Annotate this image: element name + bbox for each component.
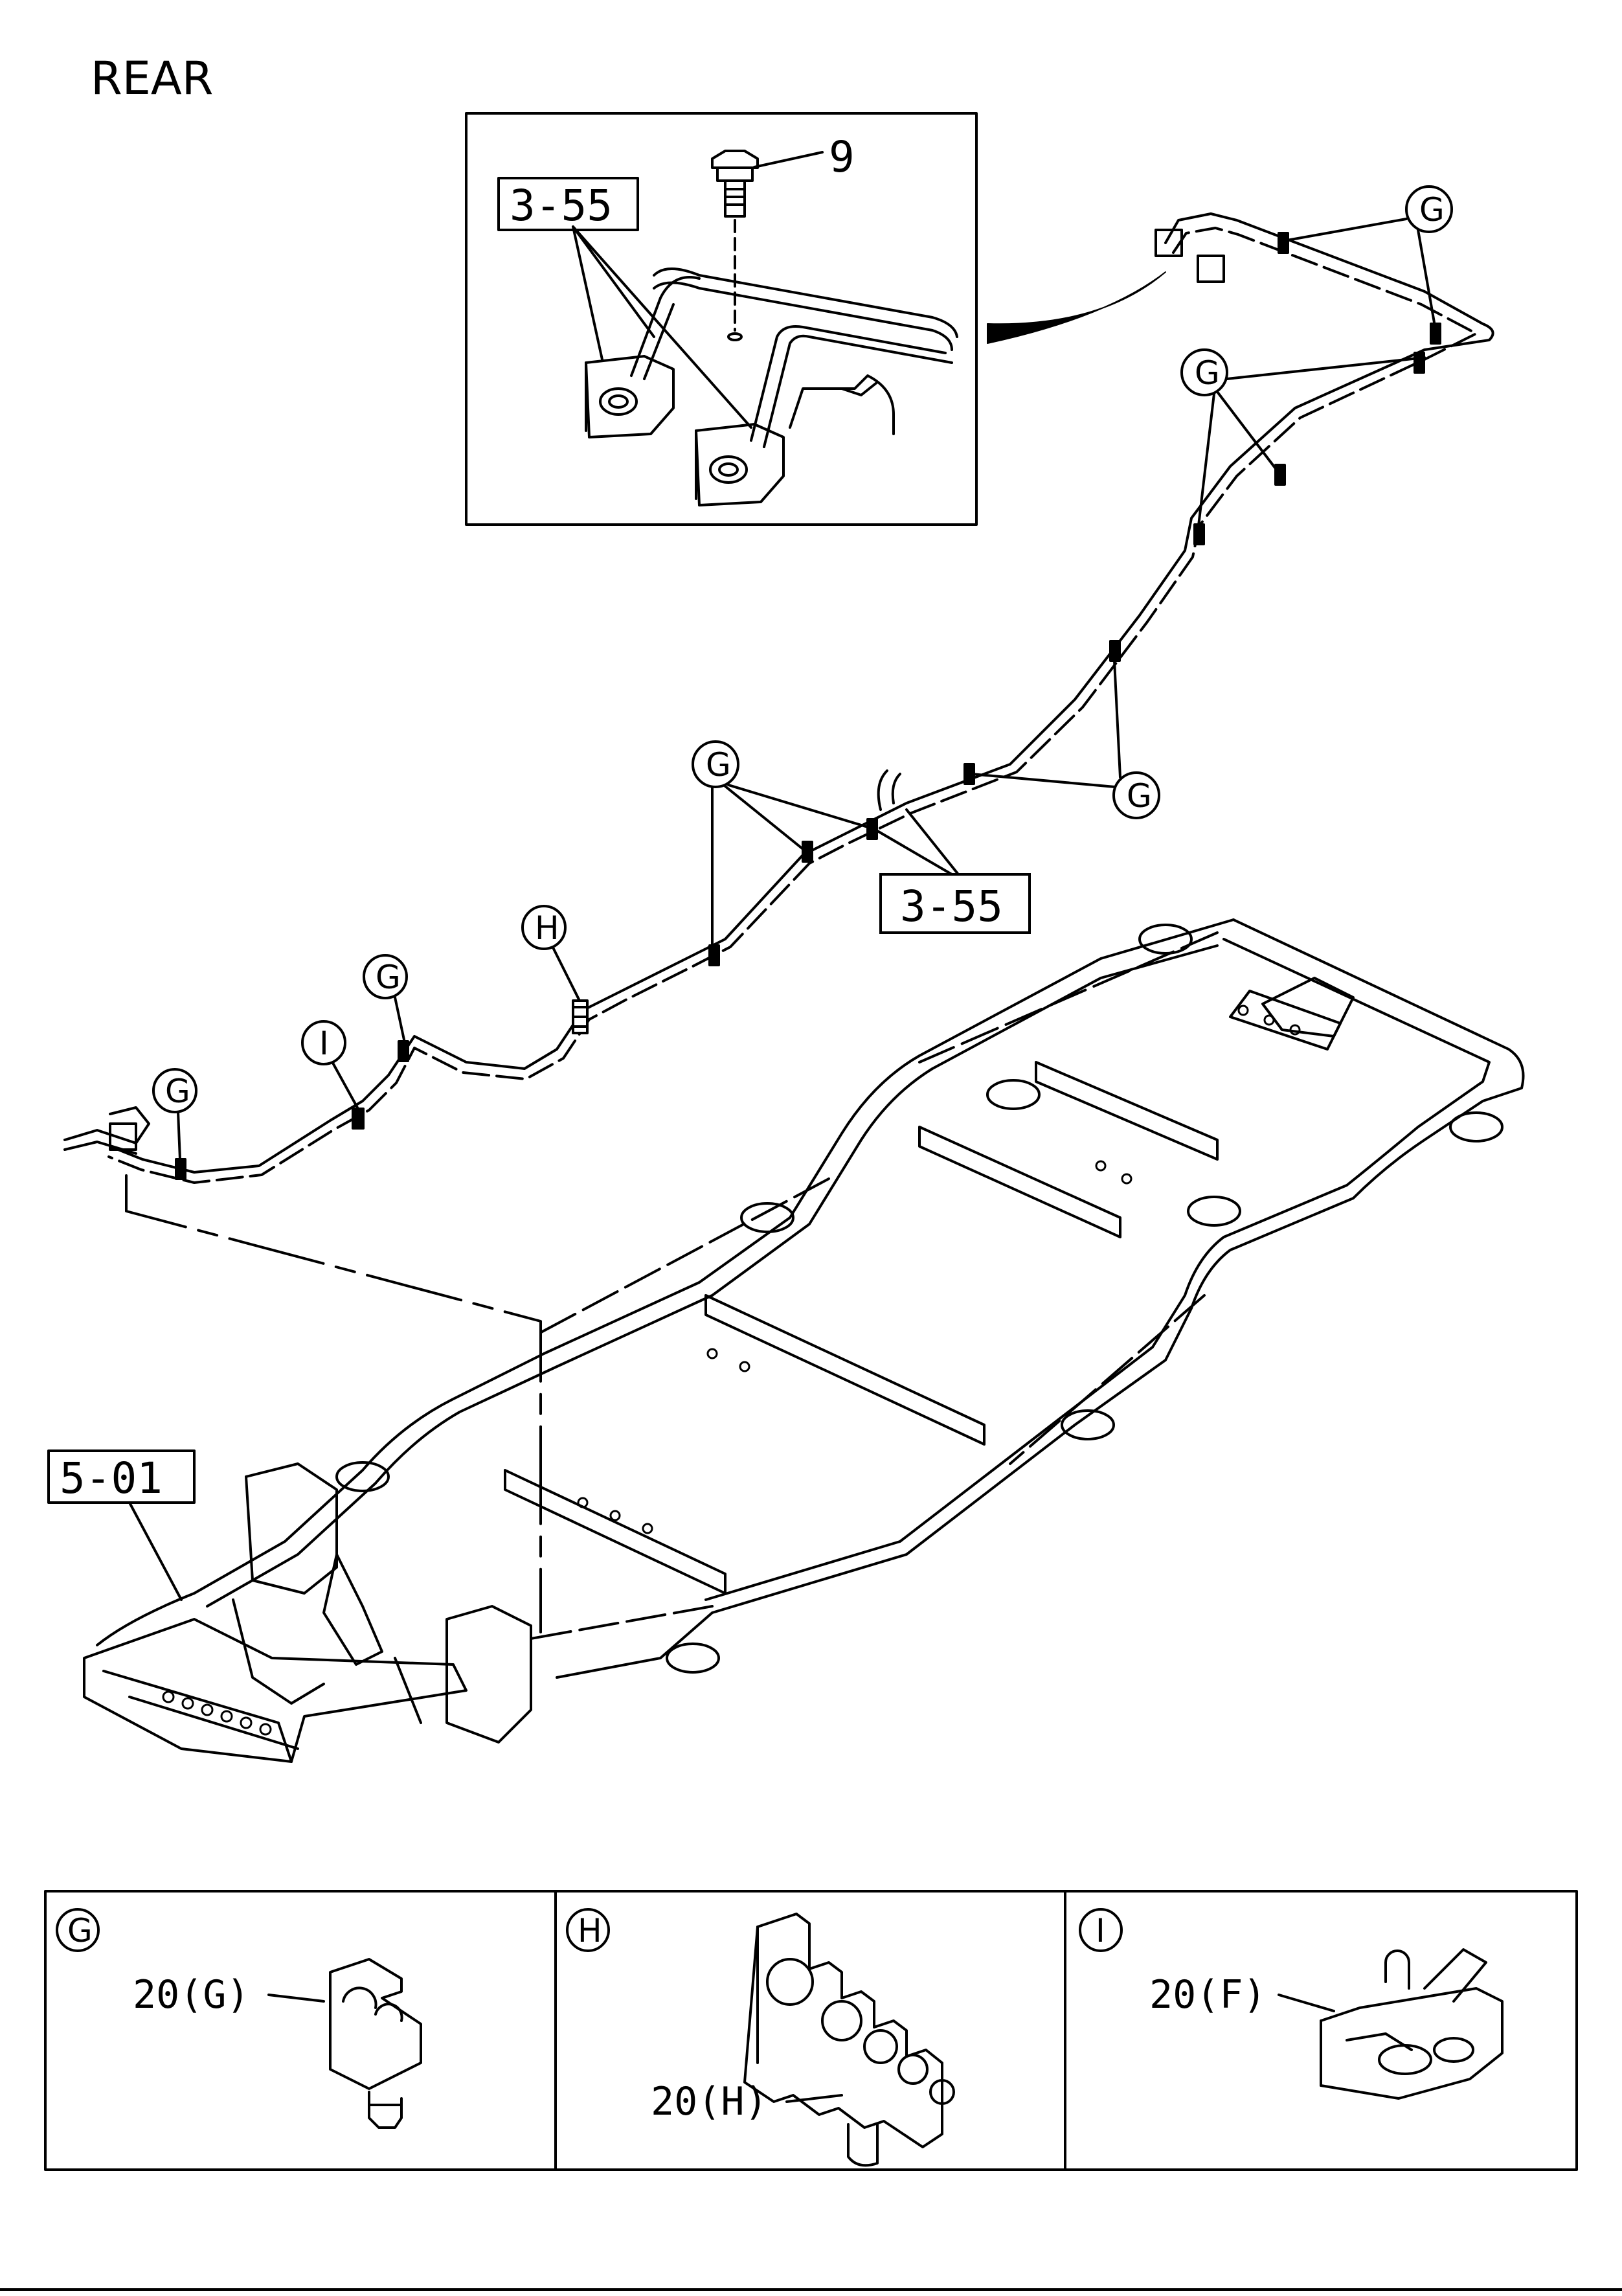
callout-g-letter: G xyxy=(165,1073,190,1110)
bolt-part-number: 9 xyxy=(829,132,855,182)
view-title: REAR xyxy=(91,52,214,105)
clip-right-icon xyxy=(695,423,785,506)
legend-g-key: G xyxy=(67,1912,93,1949)
legend-i-part: 20(F) xyxy=(1149,1972,1267,2018)
callout-g-letter: G xyxy=(1127,777,1152,815)
chassis-frame xyxy=(83,918,1525,1763)
callout-g-letter: G xyxy=(1195,354,1220,392)
ref-5-01-label: 5-01 xyxy=(60,1453,163,1503)
inset-ref-label: 3-55 xyxy=(510,181,613,231)
clip-h-icon xyxy=(743,1913,955,2167)
legend-i-key: I xyxy=(1096,1912,1105,1949)
detail-inset xyxy=(465,112,978,526)
brake-pipe-assembly xyxy=(63,212,1494,1184)
ref-3-55-label: 3-55 xyxy=(900,881,1003,931)
callout-g-letter: G xyxy=(376,959,401,996)
legend-panel xyxy=(44,1890,1578,2171)
legend-h-key: H xyxy=(578,1912,602,1949)
callout-leaders xyxy=(152,185,1453,1161)
callout-i-letter: I xyxy=(319,1025,329,1062)
callout-g-letter: G xyxy=(1419,191,1445,229)
clip-i-icon xyxy=(1320,1948,1504,2100)
legend-g-part: 20(G) xyxy=(133,1972,250,2018)
clip-left-icon xyxy=(585,355,675,438)
callout-h-letter: H xyxy=(535,909,559,947)
clip-g-marks xyxy=(175,232,1441,1180)
clip-g-icon xyxy=(329,1958,422,2129)
bolt-icon xyxy=(711,150,759,218)
legend-h-part: 20(H) xyxy=(651,2079,768,2124)
crossmember-holes xyxy=(162,1690,272,1736)
callout-g-letter: G xyxy=(706,746,731,784)
